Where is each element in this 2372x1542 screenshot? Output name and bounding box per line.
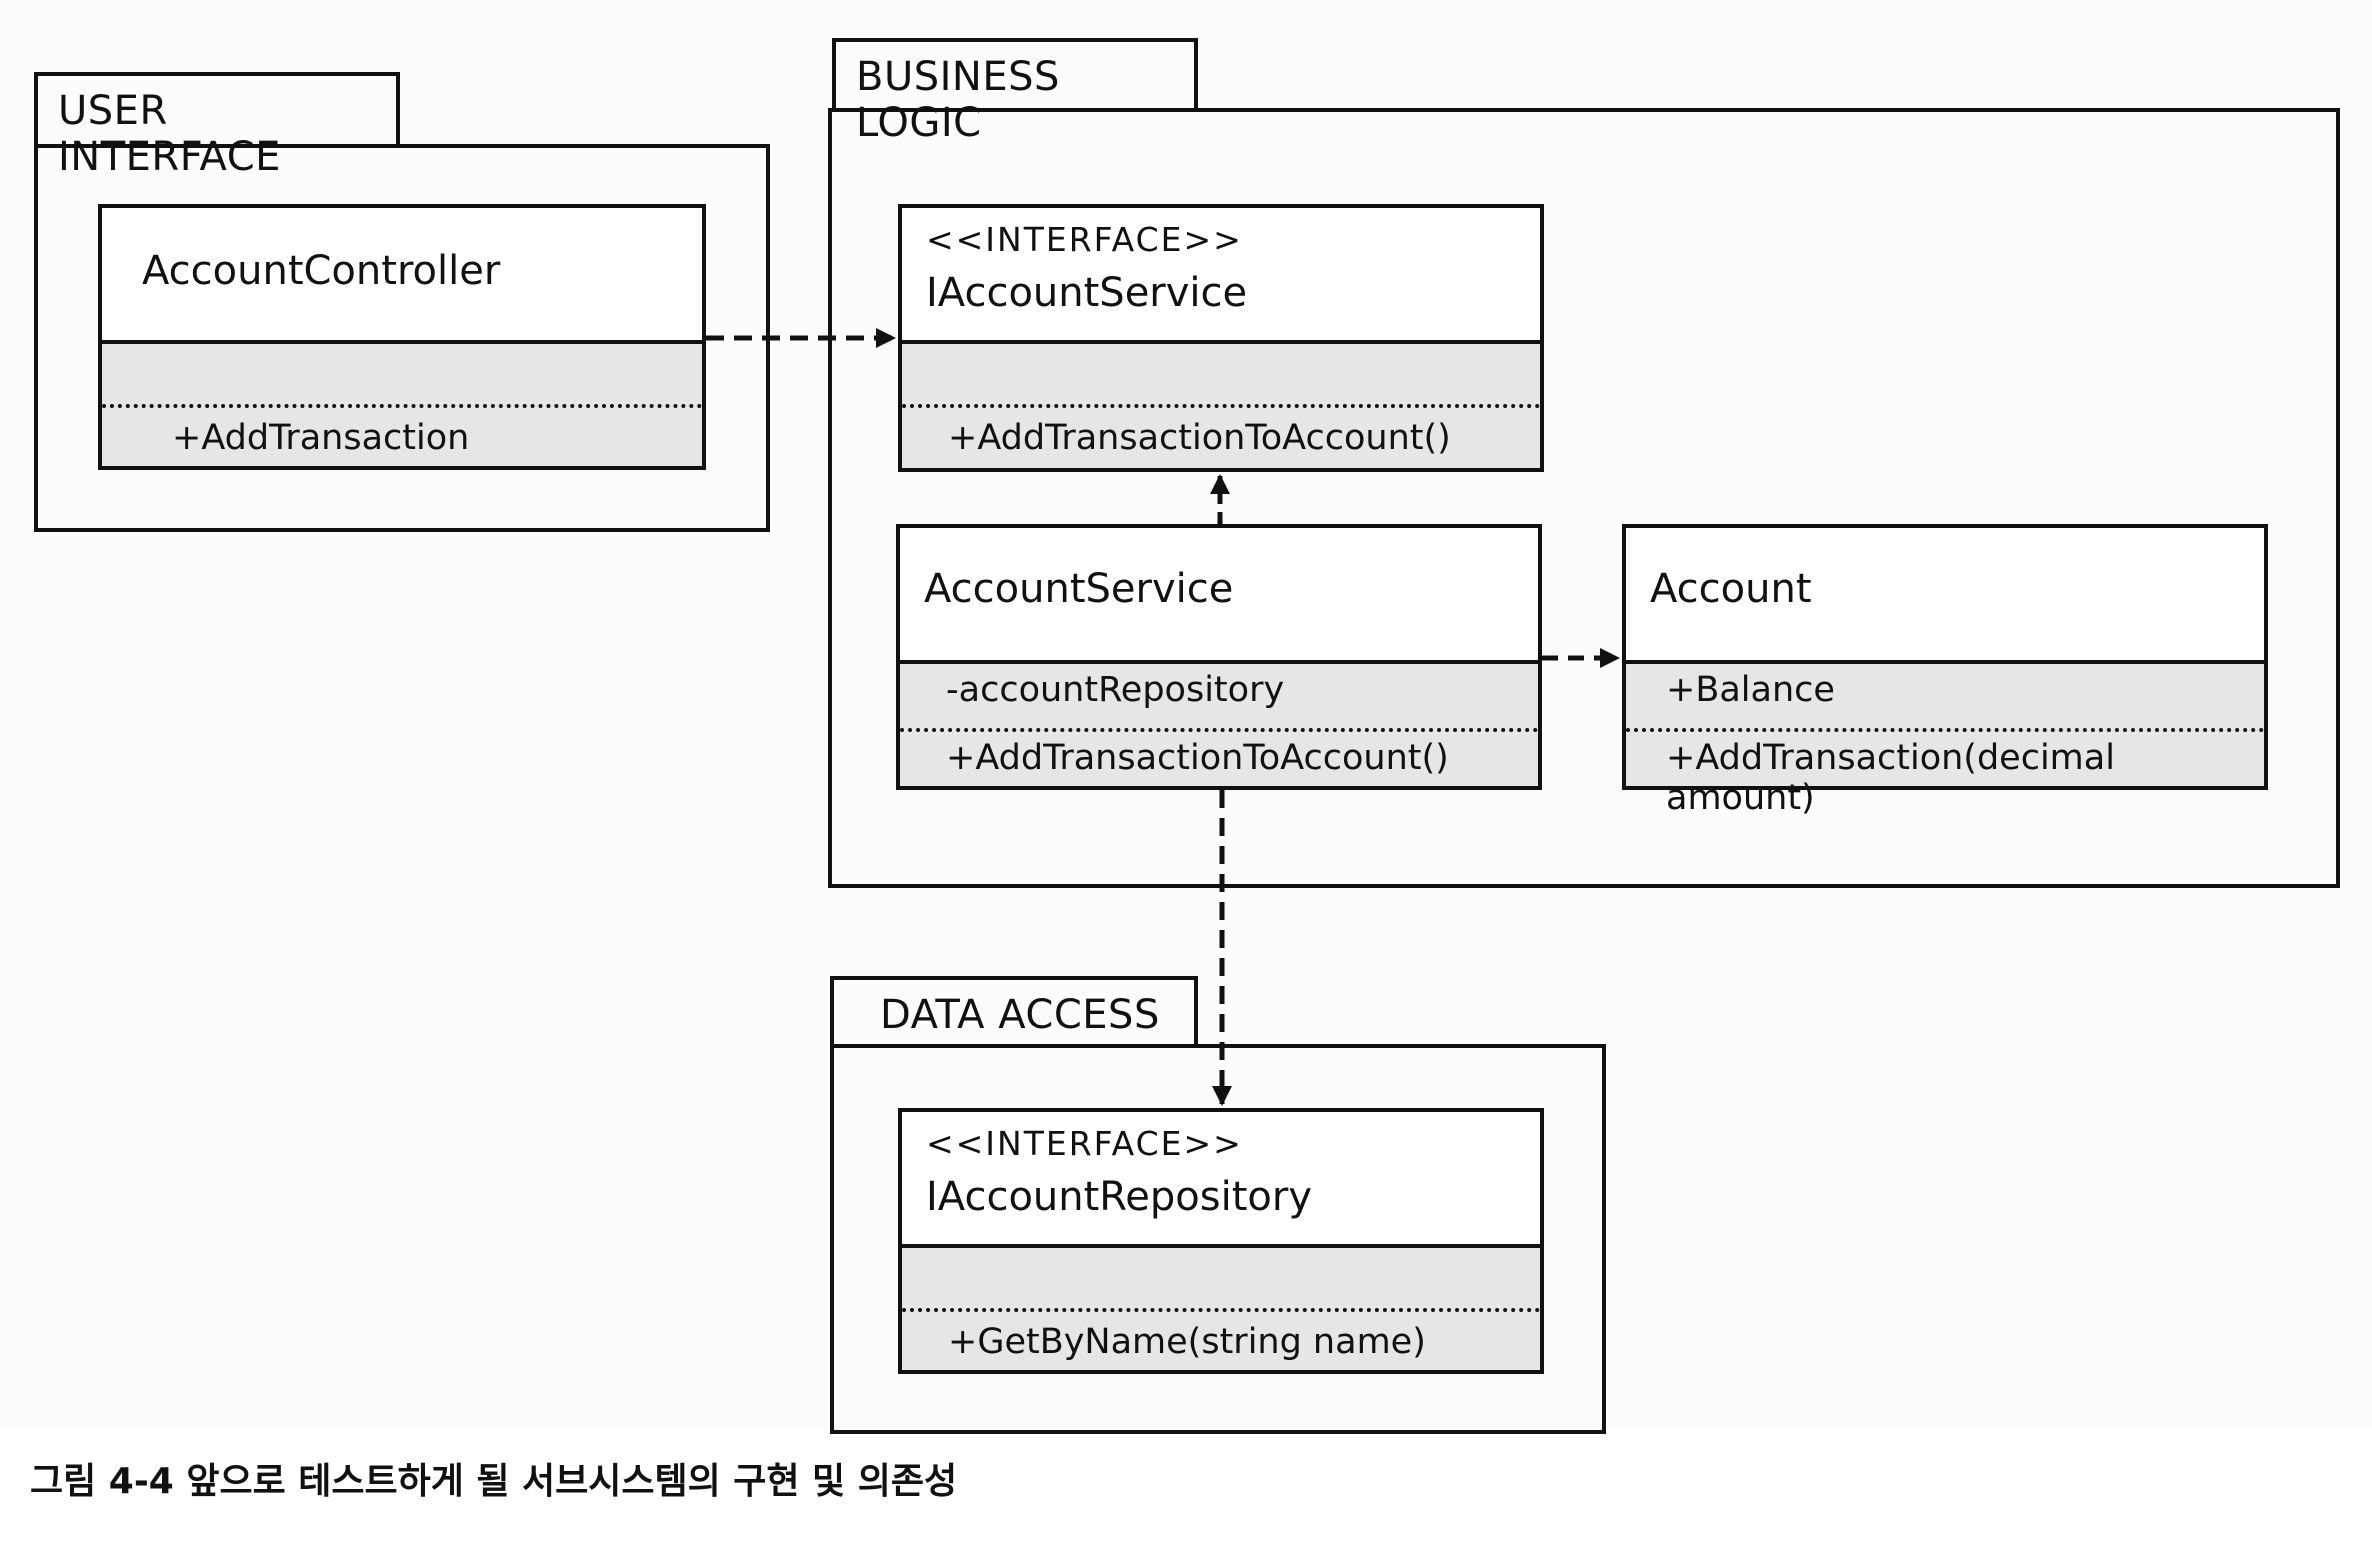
figure-caption: 그림 4-4 앞으로 테스트하게 될 서브시스템의 구현 및 의존성 xyxy=(30,1461,958,1502)
data-access-package xyxy=(830,1044,1606,1434)
iaccount-service-name: IAccountService xyxy=(926,270,1248,316)
iaccount-repository-method: +GetByName(string name) xyxy=(948,1322,1426,1362)
account-service-method: +AddTransactionToAccount() xyxy=(946,738,1449,778)
iaccount-repository-interface: <<INTERFACE>> IAccountRepository +GetByN… xyxy=(898,1108,1544,1374)
iaccount-repository-stereotype: <<INTERFACE>> xyxy=(926,1124,1243,1163)
diagram-canvas: USER INTERFACE BUSINESS LOGIC DATA ACCES… xyxy=(34,38,2340,1434)
account-service-name: AccountService xyxy=(924,566,1234,612)
account-service-field: -accountRepository xyxy=(946,670,1285,710)
data-access-package-label: DATA ACCESS xyxy=(830,976,1198,1048)
account-controller-name: AccountController xyxy=(142,248,501,294)
user-interface-package-label: USER INTERFACE xyxy=(34,72,400,180)
business-logic-package-label: BUSINESS LOGIC xyxy=(832,38,1198,146)
account-method: +AddTransaction(decimal amount) xyxy=(1666,738,2115,818)
account-controller-method: +AddTransaction xyxy=(172,418,470,458)
account-name: Account xyxy=(1650,566,1812,612)
iaccount-service-stereotype: <<INTERFACE>> xyxy=(926,220,1243,259)
iaccount-service-method: +AddTransactionToAccount() xyxy=(948,418,1451,458)
iaccount-service-interface: <<INTERFACE>> IAccountService +AddTransa… xyxy=(898,204,1544,472)
business-logic-package xyxy=(828,108,2340,888)
account-class: Account +Balance +AddTransaction(decimal… xyxy=(1622,524,2268,818)
account-service-class: AccountService -accountRepository +AddTr… xyxy=(896,524,1542,790)
iaccount-repository-name: IAccountRepository xyxy=(926,1174,1312,1220)
account-field: +Balance xyxy=(1666,670,1835,710)
account-controller-class: AccountController +AddTransaction xyxy=(98,204,706,470)
